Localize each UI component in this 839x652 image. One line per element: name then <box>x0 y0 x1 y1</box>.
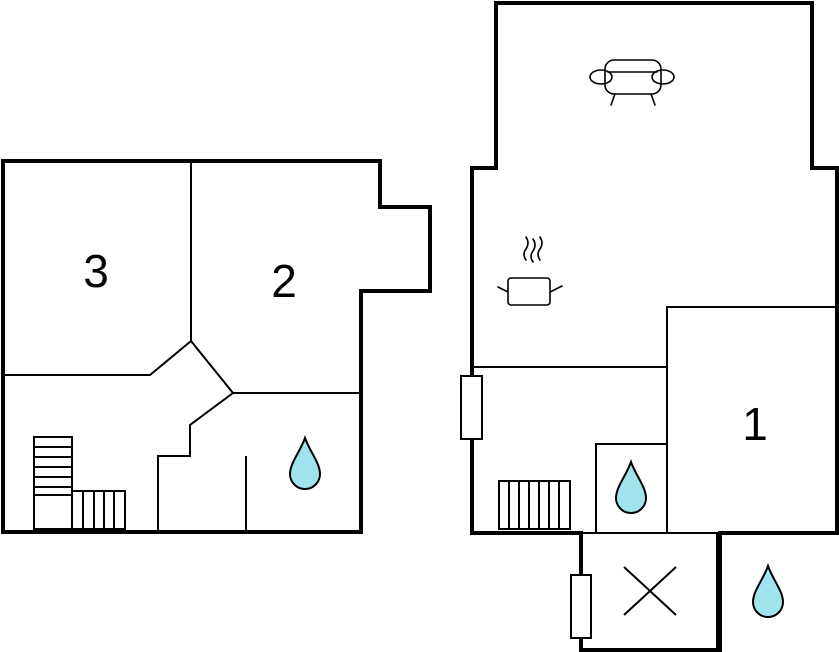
left-unit <box>1 159 432 534</box>
window-icon <box>570 574 592 639</box>
stairs-icon <box>33 436 126 530</box>
wall-room3-bottom <box>5 340 192 376</box>
window-icon <box>460 375 483 440</box>
room-label-1: 1 <box>742 398 768 450</box>
wall-hall-step <box>157 392 234 532</box>
stairs-icon <box>498 480 571 530</box>
right-unit-outer-wall <box>470 1 839 652</box>
wall-bath-small <box>595 443 667 533</box>
water-drop-icon <box>288 435 322 490</box>
cross-icon <box>623 566 677 616</box>
wall-diagonal-hall <box>190 340 361 394</box>
right-unit <box>460 1 839 652</box>
wall-room1 <box>666 306 837 533</box>
room-label-3: 3 <box>83 245 109 297</box>
water-drop-icon <box>614 459 648 514</box>
left-unit-outer-wall <box>1 159 432 534</box>
water-drop-icon <box>751 563 785 618</box>
room-label-2: 2 <box>271 255 297 307</box>
cooking-pot-icon <box>497 236 563 306</box>
sofa-icon <box>589 59 675 106</box>
